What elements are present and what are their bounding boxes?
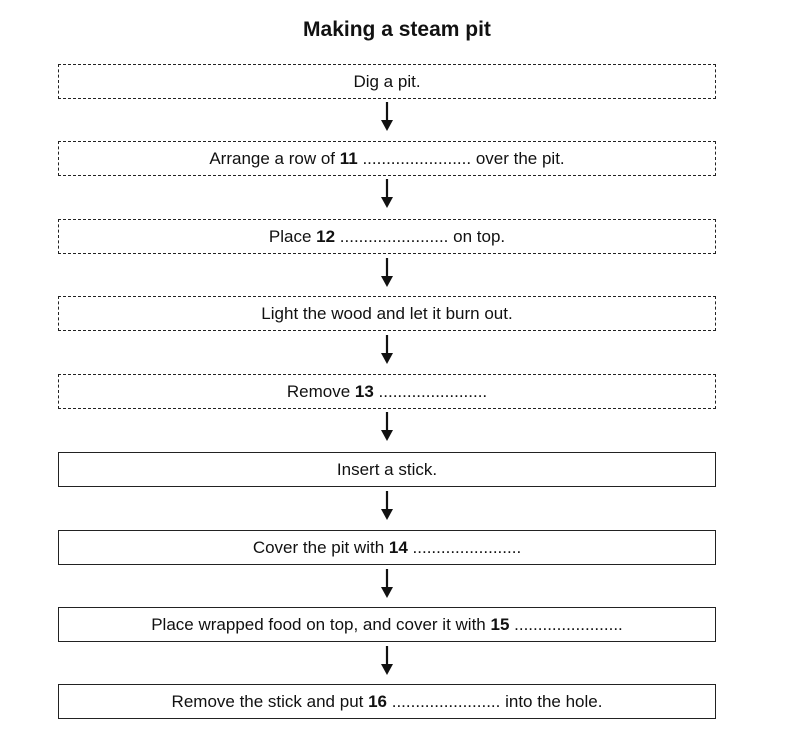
down-arrow-icon [381,412,393,441]
step-text-after: into the hole. [500,691,603,711]
step-box-4: Light the wood and let it burn out. [58,296,716,331]
step-box-2: Arrange a row of 11 ....................… [58,141,716,176]
step-box-7: Cover the pit with 14 ..................… [58,530,716,565]
step-box-6: Insert a stick. [58,452,716,487]
step-text-after: on top. [448,226,506,246]
step-text: Place wrapped food on top, and cover it … [151,614,491,634]
question-number: 16 [368,691,388,711]
answer-blank: ....................... [387,691,501,711]
step-box-3: Place 12 ....................... on top. [58,219,716,254]
step-box-8: Place wrapped food on top, and cover it … [58,607,716,642]
down-arrow-icon [381,569,393,598]
answer-blank: ....................... [335,226,449,246]
question-number: 11 [339,148,358,168]
down-arrow-icon [381,335,393,364]
down-arrow-icon [381,491,393,520]
step-text: Place [268,226,317,246]
down-arrow-icon [381,102,393,131]
step-text: Insert a stick. [336,459,438,479]
step-box-5: Remove 13 ....................... [58,374,716,409]
question-number: 15 [490,614,510,634]
step-text-after: over the pit. [471,148,565,168]
step-box-1: Dig a pit. [58,64,716,99]
step-text: Light the wood and let it burn out. [261,303,513,323]
step-text: Dig a pit. [353,71,421,91]
answer-blank: ....................... [407,537,522,557]
answer-blank: ....................... [373,381,488,401]
question-number: 13 [354,381,374,401]
step-box-9: Remove the stick and put 16 ............… [58,684,716,719]
step-text: Cover the pit with [252,537,389,557]
down-arrow-icon [381,646,393,675]
diagram-title: Making a steam pit [303,18,491,41]
question-number: 12 [316,226,336,246]
step-text: Remove [286,381,355,401]
step-text: Arrange a row of [209,148,340,168]
down-arrow-icon [381,258,393,287]
question-number: 14 [388,537,408,557]
down-arrow-icon [381,179,393,208]
answer-blank: ....................... [509,614,623,634]
step-text: Remove the stick and put [171,691,369,711]
answer-blank: ....................... [357,148,472,168]
